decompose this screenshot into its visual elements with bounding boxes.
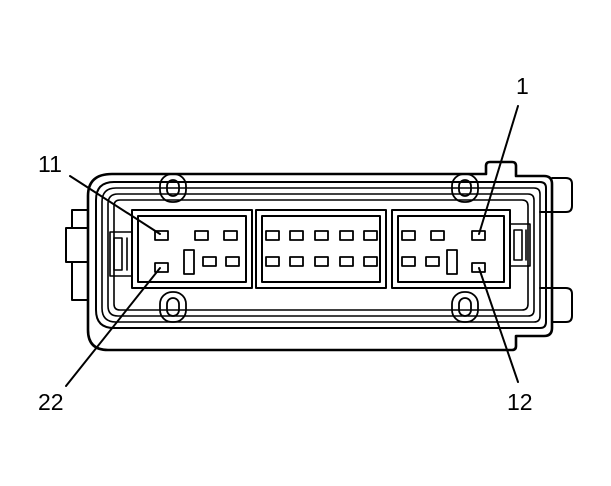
leader-line-pin-12 <box>478 267 519 383</box>
cavity <box>223 230 238 241</box>
left-key-inner <box>113 237 123 271</box>
pin-block-center <box>255 209 387 289</box>
cavity-pin-22 <box>154 262 169 273</box>
cavity <box>202 256 217 267</box>
pin-block-center-inner <box>261 215 381 283</box>
ear-bottom-right <box>451 291 479 323</box>
leader-line-pin-22 <box>65 267 161 387</box>
left-latch <box>65 209 89 301</box>
cavity <box>363 256 378 267</box>
cavity-pin-12 <box>471 262 486 273</box>
right-latches <box>539 177 573 323</box>
ear-top-left <box>159 173 187 203</box>
ear-top-right <box>451 173 479 203</box>
cavity <box>314 230 329 241</box>
cavity <box>289 256 304 267</box>
ear-top-left-slot <box>166 179 180 197</box>
pin-label-11: 11 <box>38 151 62 177</box>
mounting-ears <box>159 173 479 323</box>
pin-block-left <box>131 209 253 289</box>
cavity <box>194 230 209 241</box>
cavity <box>225 256 240 267</box>
cavity <box>363 230 378 241</box>
cavity <box>339 230 354 241</box>
cavity <box>425 256 440 267</box>
pin-label-1: 1 <box>516 73 529 99</box>
pin-number-labels: 1 11 22 12 <box>38 73 533 415</box>
cavity <box>339 256 354 267</box>
pin-block-right-inner <box>397 215 505 283</box>
pin-label-22: 22 <box>38 389 64 415</box>
cavity-pin-1 <box>471 230 486 241</box>
cavity <box>289 230 304 241</box>
cavity <box>401 256 416 267</box>
terminal-cavities <box>154 230 486 275</box>
leader-line-pin-11 <box>69 175 161 235</box>
connector-housing <box>86 160 554 352</box>
ear-bottom-right-slot <box>458 297 472 317</box>
ear-bottom-left <box>159 291 187 323</box>
right-key-inner <box>513 229 523 261</box>
pin-block-right <box>391 209 511 289</box>
cavity-tall <box>183 249 195 275</box>
leader-line-pin-1 <box>478 105 519 235</box>
ear-bottom-left-slot <box>166 297 180 317</box>
pin-block-left-inner <box>137 215 247 283</box>
cavity <box>265 256 280 267</box>
cavity <box>430 230 445 241</box>
ear-top-right-slot <box>458 179 472 197</box>
cavity <box>314 256 329 267</box>
housing-outer-shell <box>86 160 554 352</box>
pin-blocks <box>131 209 511 289</box>
cavity-tall <box>446 249 458 275</box>
leader-lines <box>65 105 519 387</box>
cavity <box>401 230 416 241</box>
pin-label-12: 12 <box>507 389 533 415</box>
cavity-pin-11 <box>154 230 169 241</box>
cavity <box>265 230 280 241</box>
